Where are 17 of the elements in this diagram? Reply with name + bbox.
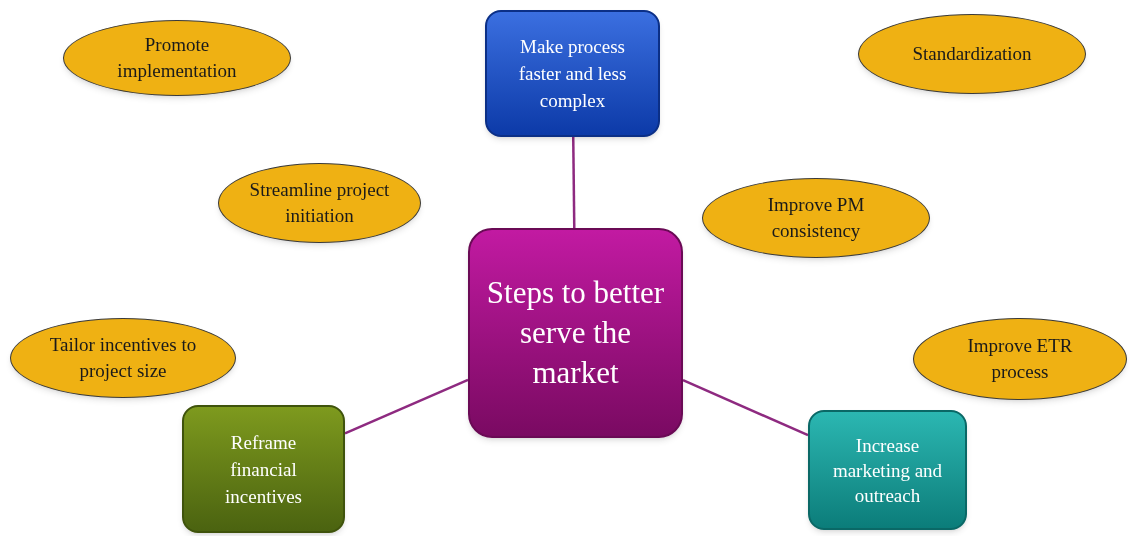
node-label: Steps to better serve the market bbox=[486, 274, 665, 392]
step-box bbox=[485, 10, 660, 137]
node-label: Standardization bbox=[912, 42, 1032, 66]
connector-line bbox=[682, 379, 809, 437]
node-label: Improve ETR process bbox=[966, 334, 1074, 384]
step-box bbox=[182, 405, 345, 533]
node-label: Make process faster and less complex bbox=[517, 35, 628, 113]
node-label: Reframe financial incentives bbox=[224, 430, 303, 509]
node-label: Promote implementation bbox=[116, 33, 238, 83]
connector-line bbox=[344, 378, 469, 435]
node-label: Streamline project initiation bbox=[248, 178, 391, 228]
node-label: Increase marketing and outreach bbox=[831, 433, 944, 508]
central-box bbox=[468, 228, 683, 438]
node-label: Improve PM consistency bbox=[766, 193, 866, 243]
connector-line bbox=[572, 137, 576, 228]
node-label: Tailor incentives to project size bbox=[48, 333, 198, 383]
step-box bbox=[808, 410, 967, 530]
